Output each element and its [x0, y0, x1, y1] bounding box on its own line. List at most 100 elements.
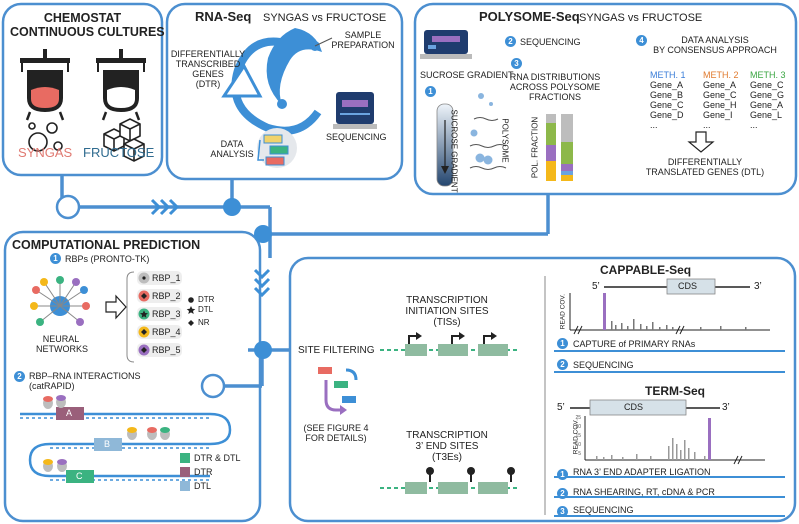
pol-fraction-label: POL. FRACTION — [530, 116, 540, 179]
cappable-ylabel: READ COV. — [559, 294, 567, 330]
svg-text:20: 20 — [575, 424, 581, 430]
svg-text:5: 5 — [578, 451, 581, 457]
method-column-2: METH. 2 Gene_A Gene_C Gene_H Gene_I ... — [703, 70, 739, 130]
term-three-prime: 3’ — [722, 402, 730, 413]
cappable-step-2-label: SEQUENCING — [573, 360, 634, 370]
junction-node-rnaseq — [223, 198, 241, 216]
arrow-down-icon — [687, 131, 715, 153]
rnaseq-cycle-icon — [221, 28, 333, 135]
cappable-five-prime: 5’ — [592, 281, 600, 292]
data-analysis-icon — [257, 128, 297, 168]
arrow-right-icon — [105, 294, 127, 320]
sequencer-icon — [333, 92, 377, 129]
polysome-step-badge-3: 3 — [511, 58, 522, 69]
fructose-reactor-icon — [96, 49, 146, 121]
method-2-gene-4: Gene_I — [703, 110, 733, 121]
tube-label: SUCROSE GRADIENT — [449, 109, 459, 193]
polysome-step-badge-4: 4 — [636, 35, 647, 46]
cappable-coverage-plot — [569, 293, 770, 335]
sugar-cubes-icon — [103, 118, 145, 162]
interactions-label: RBP–RNA INTERACTIONS(catRAPID) — [29, 371, 141, 392]
neural-network-icon — [30, 276, 90, 326]
rbp-4-label: RBP_4 — [152, 327, 181, 337]
method-2-gene-2: Gene_C — [703, 90, 737, 101]
method-1-gene-3: Gene_C — [650, 100, 684, 111]
method-3-gene-1: Gene_C — [750, 80, 784, 91]
polysome-step-badge-2: 2 — [505, 36, 516, 47]
computational-panel-border — [3, 230, 262, 523]
computational-title: COMPUTATIONAL PREDICTION — [12, 238, 201, 252]
rnaseq-panel-border — [165, 2, 404, 181]
site-filtering-label: SITE FILTERING — [298, 345, 375, 356]
polysome-fraction-bars — [546, 114, 573, 181]
syngas-label: SYNGAS — [18, 145, 73, 160]
legend-dtl-label: DTL — [198, 305, 214, 314]
method-2-gene-1: Gene_A — [703, 80, 737, 91]
rbp-2-label: RBP_2 — [152, 291, 181, 301]
rbp-3-label: RBP_3 — [152, 309, 181, 319]
key-dtr-label: DTR — [194, 467, 213, 477]
term-step-badge-2: 2 — [557, 488, 568, 499]
term-coverage-plot: 25 20 15 10 5 — [575, 415, 765, 465]
polysome-title: POLYSOME-Seq — [479, 9, 580, 24]
t3e-gene-track-icon — [380, 467, 520, 494]
key-dtr-dtl-label: DTR & DTL — [194, 453, 241, 463]
cappable-gene-model — [604, 278, 750, 295]
rnaseq-title: RNA-Seq — [195, 9, 252, 24]
cappable-step-lines — [554, 350, 785, 373]
term-step-1-label: RNA 3’ END ADAPTER LIGATION — [573, 467, 711, 477]
svg-text:10: 10 — [575, 442, 581, 448]
comp-step-badge-1: 1 — [50, 253, 61, 264]
chevron-down-icon — [253, 268, 271, 298]
sucrose-gradient-label: SUCROSE GRADIENT — [420, 70, 514, 80]
method-3-name: METH. 3 — [750, 70, 786, 80]
junction-node-polysome — [254, 225, 272, 243]
site-filtering-icon — [318, 367, 358, 415]
segment-key — [180, 453, 190, 491]
rna-strand-icon — [20, 407, 232, 483]
term-step-2-label: RNA SHEARING, RT, cDNA & PCR — [573, 487, 715, 497]
comp-step-badge-2: 2 — [14, 371, 25, 382]
method-1-name: METH. 1 — [650, 70, 686, 80]
rnaseq-sequencing-label: SEQUENCING — [326, 132, 387, 142]
junction-open-node-comp — [200, 373, 226, 399]
key-dtl-label: DTL — [194, 481, 212, 491]
svg-text:15: 15 — [575, 433, 581, 439]
rbp-bracket — [126, 271, 135, 363]
polysome-panel-border — [413, 2, 798, 196]
term-cds-label: CDS — [624, 402, 644, 412]
junction-open-node — [55, 194, 81, 220]
sucrose-tube-icon — [436, 103, 454, 187]
polysome-sequencing-label: SEQUENCING — [520, 37, 581, 47]
rnaseq-subtitle: SYNGAS vs FRUCTOSE — [263, 12, 387, 24]
segment-c-label: C — [76, 471, 83, 481]
fructose-label: FRUCTOSE — [83, 145, 155, 160]
ribosome-fraction-icon — [469, 93, 507, 170]
tis-gene-track-icon — [380, 332, 520, 356]
cappable-step-badge-2: 2 — [557, 359, 568, 370]
method-1-gene-2: Gene_B — [650, 90, 684, 101]
method-3-gene-2: Gene_G — [750, 90, 785, 101]
rbps-label: RBPs (PRONTO-TK) — [65, 254, 150, 264]
cappable-cds-label: CDS — [678, 281, 698, 291]
segment-b-label: B — [104, 439, 111, 449]
term-ylabel: READ COV. — [572, 419, 580, 455]
term-gene-model — [570, 399, 720, 416]
chemostat-panel-border — [1, 2, 164, 177]
method-1-gene-1: Gene_A — [650, 80, 684, 91]
cappable-three-prime: 3’ — [754, 281, 762, 292]
method-column-3: METH. 3 Gene_C Gene_G Gene_A Gene_L ... — [750, 70, 786, 130]
method-column-1: METH. 1 Gene_A Gene_B Gene_C Gene_D ... — [650, 70, 686, 130]
polysome-axis-label: POLYSOME — [500, 118, 510, 163]
cappable-step-badge-1: 1 — [557, 338, 568, 349]
term-five-prime: 5’ — [557, 402, 565, 413]
